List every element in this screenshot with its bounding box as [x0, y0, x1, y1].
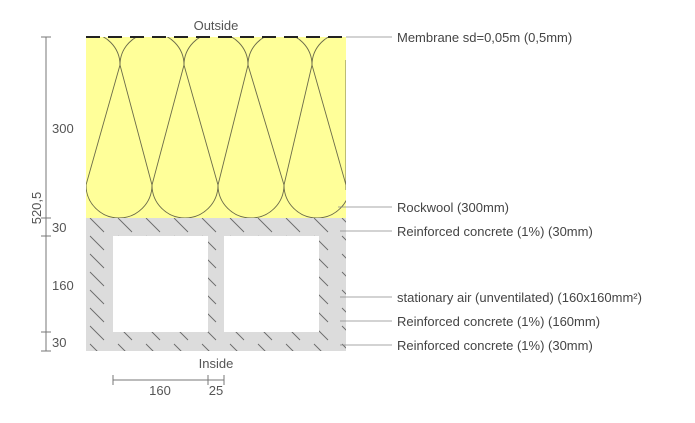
inside-label: Inside [199, 356, 234, 371]
concrete-bottom-slab [86, 332, 346, 351]
dimension-rib-width: 25 [209, 383, 223, 398]
label-rockwool: Rockwool (300mm) [397, 200, 509, 215]
dimension-total: 520,5 [29, 192, 44, 225]
label-stationary-air: stationary air (unventilated) (160x160mm… [397, 290, 642, 305]
label-membrane: Membrane sd=0,05m (0,5mm) [397, 30, 572, 45]
label-concrete-bottom: Reinforced concrete (1%) (30mm) [397, 338, 593, 353]
rockwool-pattern [86, 37, 346, 218]
dimension-rockwool: 300 [52, 121, 74, 136]
air-cavity-left [113, 236, 208, 332]
concrete-top-slab [86, 218, 346, 236]
layer-labels: Membrane sd=0,05m (0,5mm) Rockwool (300m… [397, 30, 642, 353]
dimension-cavity-width: 160 [149, 383, 171, 398]
label-concrete-top: Reinforced concrete (1%) (30mm) [397, 224, 593, 239]
rockwool-fill [86, 37, 346, 218]
outside-label: Outside [194, 18, 239, 33]
horizontal-dimensions: 160 25 [112, 375, 225, 398]
label-concrete-ribs: Reinforced concrete (1%) (160mm) [397, 314, 600, 329]
dimension-cavity: 160 [52, 278, 74, 293]
rockwool-layer [86, 37, 346, 218]
dimension-bottom-slab: 30 [52, 335, 66, 350]
air-cavity-right [224, 236, 319, 332]
leader-lines [338, 36, 392, 346]
cavity-layer [86, 236, 346, 332]
dimension-top-slab: 30 [52, 220, 66, 235]
vertical-dimensions: 520,5 300 30 160 30 [29, 36, 74, 352]
